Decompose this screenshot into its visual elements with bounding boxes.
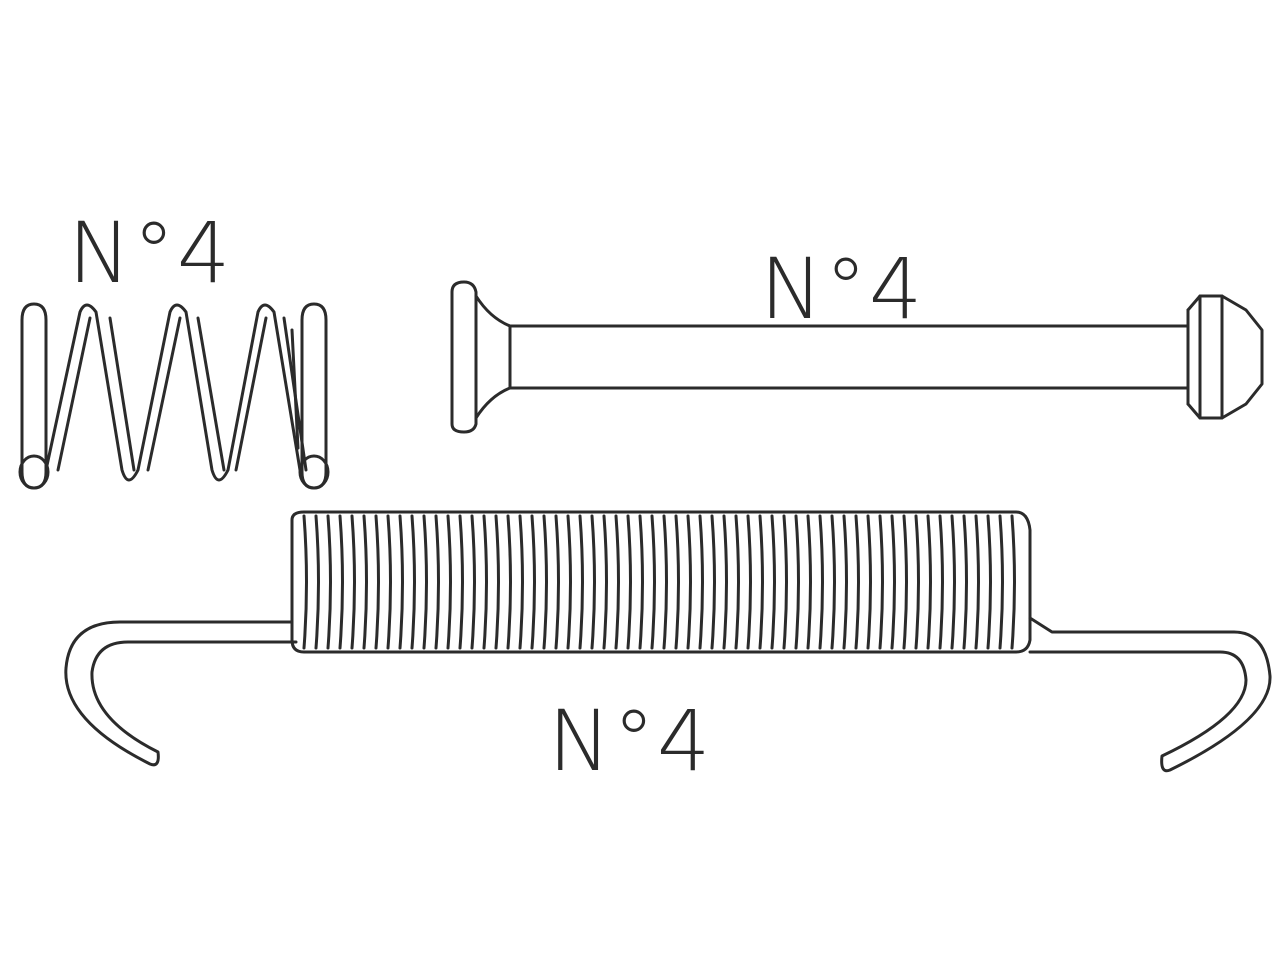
coil-line (794, 514, 800, 650)
compression-spring: N°4 (18, 204, 330, 490)
coil-line (350, 514, 356, 650)
coil-line (1010, 514, 1016, 650)
coil-line (314, 514, 320, 650)
coil-line (638, 514, 644, 650)
coil-line (338, 514, 344, 650)
coil-line (938, 514, 944, 650)
coil-line (326, 514, 332, 650)
coil-line (770, 514, 776, 650)
coil-line (986, 514, 992, 650)
return-spring-body (64, 510, 1272, 773)
coil-line (410, 514, 416, 650)
coil-line (602, 514, 608, 650)
coil-line (722, 514, 728, 650)
compression-spring-label: N°4 (68, 204, 232, 302)
return-spring-coil-lines (302, 514, 1016, 650)
coil-line (962, 514, 968, 650)
return-spring: N°4 (64, 510, 1272, 790)
coil-line (482, 514, 488, 650)
coil-line (710, 514, 716, 650)
coil-line (566, 514, 572, 650)
coil-line (422, 514, 428, 650)
coil-line (494, 514, 500, 650)
coil-line (626, 514, 632, 650)
coil-line (614, 514, 620, 650)
coil-line (998, 514, 1004, 650)
coil-line (398, 514, 404, 650)
coil-line (578, 514, 584, 650)
coil-line (818, 514, 824, 650)
coil-line (782, 514, 788, 650)
coil-line (446, 514, 452, 650)
coil-line (362, 514, 368, 650)
coil-line (518, 514, 524, 650)
coil-line (926, 514, 932, 650)
coil-line (842, 514, 848, 650)
coil-line (662, 514, 668, 650)
coil-line (902, 514, 908, 650)
coil-line (854, 514, 860, 650)
coil-line (506, 514, 512, 650)
coil-line (914, 514, 920, 650)
coil-line (686, 514, 692, 650)
coil-line (806, 514, 812, 650)
coil-line (386, 514, 392, 650)
coil-line (302, 514, 308, 650)
coil-line (554, 514, 560, 650)
coil-line (746, 514, 752, 650)
coil-line (950, 514, 956, 650)
coil-line (734, 514, 740, 650)
coil-line (434, 514, 440, 650)
coil-line (674, 514, 680, 650)
coil-line (698, 514, 704, 650)
coil-line (878, 514, 884, 650)
hold-down-pin-body (450, 280, 1264, 434)
coil-line (458, 514, 464, 650)
coil-line (590, 514, 596, 650)
coil-line (890, 514, 896, 650)
hold-down-pin-label: N°4 (760, 240, 924, 338)
coil-line (650, 514, 656, 650)
coil-line (542, 514, 548, 650)
compression-spring-coils (18, 302, 330, 490)
return-spring-label: N°4 (548, 692, 712, 790)
coil-line (830, 514, 836, 650)
hold-down-pin: N°4 (450, 240, 1264, 434)
coil-line (470, 514, 476, 650)
coil-line (758, 514, 764, 650)
coil-line (866, 514, 872, 650)
coil-line (530, 514, 536, 650)
coil-line (974, 514, 980, 650)
coil-line (374, 514, 380, 650)
